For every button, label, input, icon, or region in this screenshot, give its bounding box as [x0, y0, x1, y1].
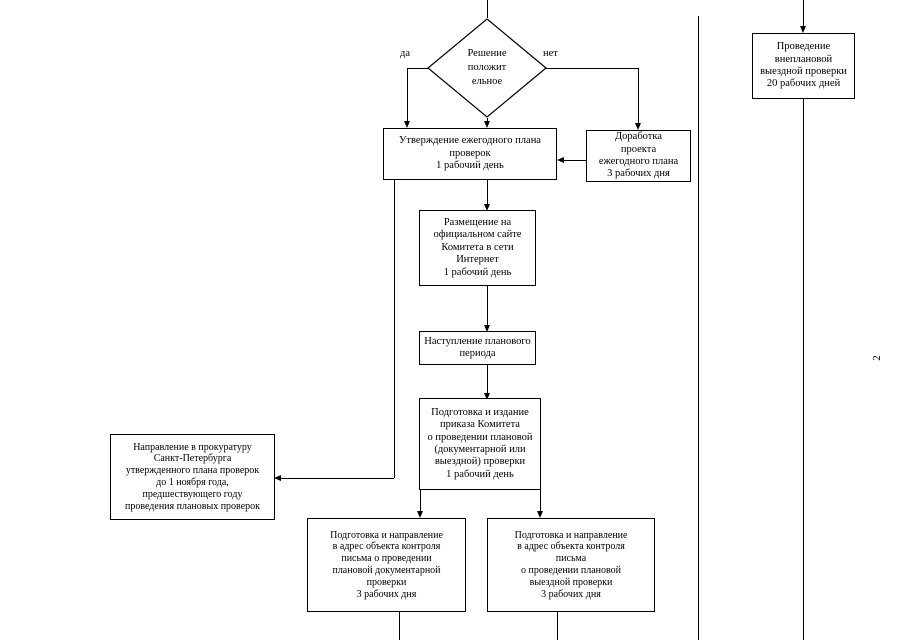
node-letter-field-check-label: Подготовка и направление в адрес объекта…: [514, 529, 628, 600]
node-letter-documentary-check: Подготовка и направление в адрес объекта…: [307, 518, 466, 612]
node-unscheduled-field-check: Проведение внеплановой выездной проверки…: [752, 33, 855, 99]
node-send-to-prosecutor-label: Направление в прокуратуру Санкт-Петербур…: [124, 441, 261, 512]
node-unscheduled-field-check-label: Проведение внеплановой выездной проверки…: [760, 41, 847, 90]
edge-period-to-order-arrowhead: [483, 393, 490, 400]
edge-no-vertical: [638, 68, 639, 123]
edge-approve-to-publish-arrowhead: [483, 204, 490, 211]
node-publish-on-site-label: Размещение на официальном сайте Комитета…: [433, 217, 522, 278]
edge-approve-left-vertical: [394, 180, 395, 478]
node-letter-field-check: Подготовка и направление в адрес объекта…: [487, 518, 655, 612]
edge-to-prosecutor-horizontal: [281, 478, 394, 479]
edge-documentary-out: [399, 612, 400, 640]
edge-yes-vertical: [407, 68, 408, 121]
edge-field-out: [557, 612, 558, 640]
edge-unscheduled-out: [803, 99, 804, 499]
edge-publish-to-period-arrowhead: [483, 325, 490, 332]
edge-yes-horizontal: [407, 68, 429, 69]
node-approve-annual-plan-label: Утверждение ежегодного плана проверок 1 …: [399, 135, 541, 172]
edge-order-left-vertical: [420, 490, 421, 513]
edge-label-yes: да: [400, 48, 411, 59]
node-revise-draft-plan: Доработка проекта ежегодного плана 3 раб…: [586, 130, 691, 182]
edge-top-into-unscheduled: [803, 0, 804, 26]
edge-order-left-arrowhead: [416, 511, 423, 518]
edge-no-arrowhead: [634, 123, 641, 130]
edge-yes-arrowhead: [403, 121, 410, 128]
diamond-shape-icon: [427, 18, 547, 118]
page-number: 2: [871, 355, 883, 361]
node-prepare-committee-order-label: Подготовка и издание приказа Комитета о …: [427, 406, 533, 480]
edge-revise-to-approve-arrowhead: [557, 156, 564, 163]
node-send-to-prosecutor: Направление в прокуратуру Санкт-Петербур…: [110, 434, 275, 520]
edge-approve-to-publish: [487, 180, 488, 204]
node-approve-annual-plan: Утверждение ежегодного плана проверок 1 …: [383, 128, 557, 180]
decision-resolution-positive: Решение положит ельное: [427, 18, 547, 118]
page-divider-left: [698, 16, 699, 640]
node-publish-on-site: Размещение на официальном сайте Комитета…: [419, 210, 536, 286]
edge-order-right-arrowhead: [536, 511, 543, 518]
page-divider-right: [803, 496, 804, 640]
node-letter-documentary-check-label: Подготовка и направление в адрес объекта…: [330, 529, 443, 600]
edge-top-into-unscheduled-arrowhead: [799, 26, 806, 33]
decision-label: Решение положит ельное: [467, 47, 507, 88]
edge-publish-to-period: [487, 286, 488, 325]
edge-revise-to-approve: [564, 160, 586, 161]
edge-decision-bottom-vertical: [487, 118, 488, 121]
node-planned-period-start: Наступление планового периода: [419, 331, 536, 365]
node-prepare-committee-order: Подготовка и издание приказа Комитета о …: [419, 398, 541, 490]
edge-label-no: нет: [543, 48, 558, 59]
edge-top-into-decision: [487, 0, 488, 18]
edge-decision-bottom-arrowhead: [483, 121, 490, 128]
edge-no-horizontal: [546, 68, 639, 69]
node-planned-period-start-label: Наступление планового периода: [424, 335, 531, 359]
edge-to-prosecutor-arrowhead: [274, 474, 281, 481]
edge-period-to-order: [487, 365, 488, 393]
node-revise-draft-plan-label: Доработка проекта ежегодного плана 3 раб…: [598, 131, 679, 180]
edge-order-right-vertical: [540, 490, 541, 513]
